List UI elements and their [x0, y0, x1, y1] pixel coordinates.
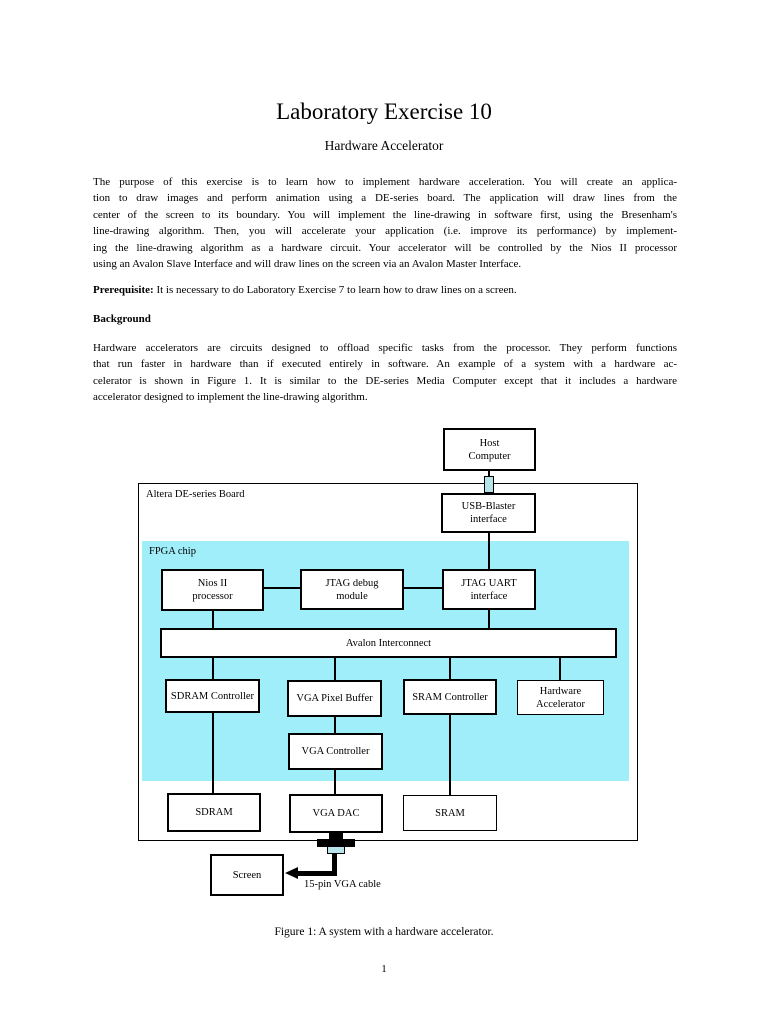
paragraph-line: line-drawing algorithm. Then, you will a…: [93, 225, 677, 238]
page-subtitle: Hardware Accelerator: [324, 138, 444, 153]
sdram-controller-box: SDRAM Controller: [165, 679, 260, 713]
line-avalon-to-vgapixelbuffer: [334, 658, 336, 680]
screen-box: Screen: [210, 854, 284, 896]
line-usb-to-jtaguart: [488, 533, 490, 569]
vga-dac-box: VGA DAC: [289, 794, 383, 833]
hardware-accelerator-box: Hardware Accelerator: [517, 680, 604, 715]
vga-pixel-buffer-box: VGA Pixel Buffer: [287, 680, 382, 717]
paragraph-line: accelerator designed to implement the li…: [93, 391, 368, 404]
page-title: Laboratory Exercise 10: [276, 99, 492, 124]
jtag-debug-box: JTAG debug module: [300, 569, 404, 610]
line-sdramctrl-to-sdram: [212, 713, 214, 793]
prerequisite-line: Prerequisite: It is necessary to do Labo…: [93, 282, 677, 298]
prerequisite-label: Prerequisite:: [93, 284, 154, 296]
nios-processor-box: Nios II processor: [161, 569, 264, 611]
fpga-label: FPGA chip: [149, 546, 196, 557]
vga-cable-label: 15-pin VGA cable: [304, 879, 381, 890]
sram-box: SRAM: [403, 795, 497, 831]
usb-blaster-box: USB-Blaster interface: [441, 493, 536, 533]
paragraph-line: center of the screen to its boundary. Yo…: [93, 208, 677, 221]
host-computer-box: Host Computer: [443, 428, 536, 471]
usb-connector-icon: [484, 476, 494, 493]
vga-connector-bar-icon: [317, 839, 355, 847]
paragraph-line: celerator is shown in Figure 1. It is si…: [93, 374, 677, 387]
intro-paragraph: The purpose of this exercise is to learn…: [93, 174, 677, 272]
page-number: 1: [381, 963, 387, 975]
background-paragraph: Hardware accelerators are circuits desig…: [93, 340, 677, 406]
line-nios-to-avalon: [212, 611, 214, 628]
line-sramctrl-to-sram: [449, 715, 451, 795]
paragraph-line: Hardware accelerators are circuits desig…: [93, 342, 677, 354]
line-vgapixelbuffer-to-vgactrl: [334, 717, 336, 733]
sdram-box: SDRAM: [167, 793, 261, 832]
line-vgactrl-to-vgadac: [334, 770, 336, 794]
paragraph-line: tion to draw images and perform animatio…: [93, 192, 677, 205]
de-series-board-outline: [138, 483, 638, 841]
background-heading: Background: [93, 313, 151, 325]
avalon-interconnect-box: Avalon Interconnect: [160, 628, 617, 658]
sram-controller-box: SRAM Controller: [403, 679, 497, 715]
jtag-uart-box: JTAG UART interface: [442, 569, 536, 610]
line-jtaguart-to-avalon: [488, 610, 490, 628]
vga-cable-horizontal: [296, 871, 337, 876]
paragraph-line: ing the line-drawing algorithm as a hard…: [93, 241, 677, 254]
cable-arrowhead-icon: [285, 867, 298, 879]
vga-cable-vertical: [332, 853, 337, 874]
figure-caption: Figure 1: A system with a hardware accel…: [274, 926, 494, 938]
vga-controller-box: VGA Controller: [288, 733, 383, 770]
line-avalon-to-sdramctrl: [212, 658, 214, 679]
line-jtagdebug-to-jtaguart: [404, 587, 442, 589]
line-avalon-to-hwaccel: [559, 658, 561, 680]
board-label: Altera DE-series Board: [146, 489, 245, 500]
paragraph-line: using an Avalon Slave Interface and will…: [93, 258, 522, 271]
paragraph-line: The purpose of this exercise is to learn…: [93, 176, 677, 188]
paragraph-line: that run faster in hardware than if exec…: [93, 358, 677, 371]
line-nios-to-jtagdebug: [264, 587, 300, 589]
line-avalon-to-sramctrl: [449, 658, 451, 679]
vga-connector-stub-icon: [329, 831, 343, 840]
prerequisite-text: It is necessary to do Laboratory Exercis…: [153, 284, 517, 296]
